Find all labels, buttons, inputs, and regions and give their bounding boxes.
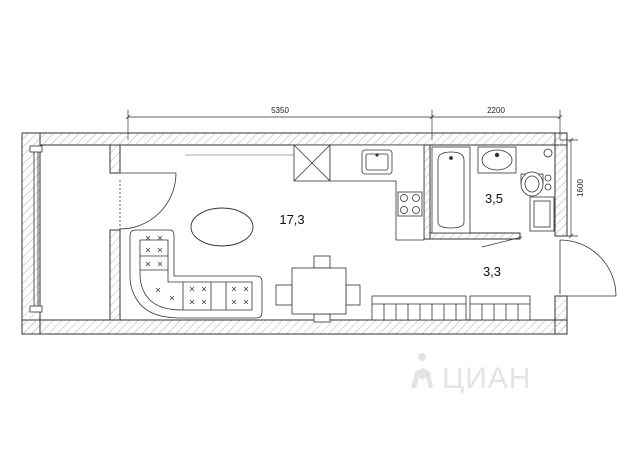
- watermark-logo: [411, 353, 433, 388]
- bathroom-door: [481, 236, 523, 248]
- radiators: [371, 295, 531, 321]
- hall-area-label: 3,3: [483, 264, 501, 279]
- cooktop: [397, 191, 423, 217]
- dimension-bath-depth: 1600: [576, 179, 585, 197]
- living-area-label: 17,3: [279, 212, 304, 227]
- kitchen-counter: [293, 144, 425, 241]
- kitchen-sink: [361, 149, 393, 175]
- walls: [21, 132, 568, 335]
- sofa-buttons: [145, 235, 249, 305]
- balcony-door: [119, 172, 177, 230]
- rug: [190, 207, 254, 247]
- toilet: [520, 171, 544, 197]
- bathtub: [431, 146, 471, 234]
- dimension-main-width: 5350: [271, 106, 289, 115]
- dimension-bath-width: 2200: [487, 106, 505, 115]
- washing-machine: [529, 196, 555, 232]
- watermark-text: ЦИАН: [442, 362, 531, 395]
- floor-drain: [543, 148, 553, 191]
- corner-sofa: [129, 229, 263, 319]
- entrance-door: [559, 239, 617, 297]
- balcony-window: [29, 145, 43, 313]
- bathroom-area-label: 3,5: [485, 191, 503, 206]
- washbasin: [477, 146, 517, 174]
- dining-table: [275, 255, 361, 323]
